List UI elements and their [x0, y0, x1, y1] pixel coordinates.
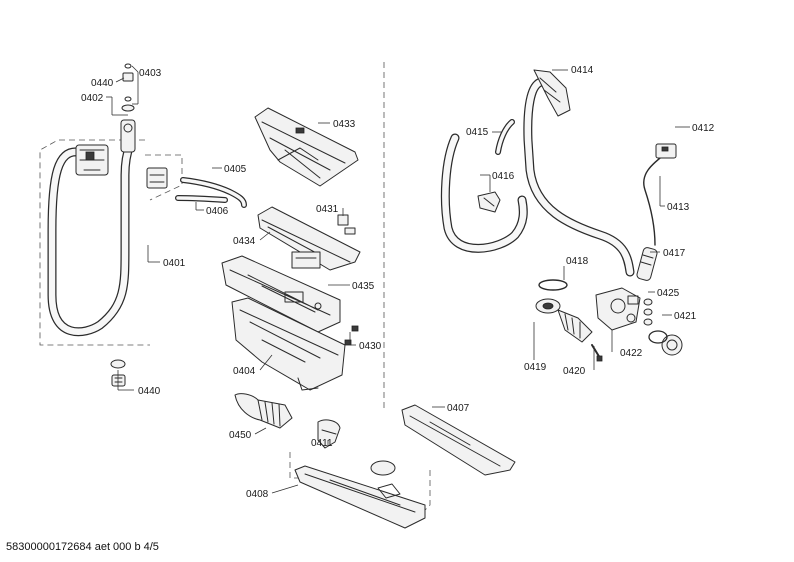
callout-0416: 0416: [492, 171, 515, 182]
callout-0406: 0406: [206, 206, 229, 217]
rail-bracket: [401, 404, 516, 476]
callout-0430: 0430: [359, 341, 382, 352]
pressure-switch-cable: [643, 143, 677, 246]
drawer-housing: [221, 255, 341, 333]
dispenser-lower-housing: [231, 297, 346, 391]
base-tray: [289, 452, 431, 529]
callout-0435: 0435: [352, 281, 375, 292]
screw-0420: [591, 344, 603, 362]
callout-0411: 0411: [311, 438, 333, 449]
pump-0419: [535, 298, 593, 343]
callout-0420: 0420: [563, 366, 586, 377]
callout-0408: 0408: [246, 489, 269, 500]
callout-0425: 0425: [657, 288, 680, 299]
detergent-drawer-cover: [254, 107, 359, 187]
clamp-0416: [477, 191, 501, 213]
callout-0407: 0407: [447, 403, 470, 414]
washer-nut-stack: [110, 63, 135, 387]
callout-0434: 0434: [233, 236, 256, 247]
callout-0431: 0431: [316, 204, 339, 215]
callout-0415: 0415: [466, 127, 489, 138]
callout-0412: 0412: [692, 123, 715, 134]
inlet-hose-assembly: [39, 119, 183, 346]
callout-0418: 0418: [566, 256, 589, 267]
filter-0421: [648, 330, 683, 356]
callout-0433: 0433: [333, 119, 356, 130]
callout-0421: 0421: [674, 311, 697, 322]
screws: [344, 325, 359, 346]
drain-hose-long: [523, 69, 635, 277]
callout-labels: 0440 0403 0402 0401 0440 0405 0406 0433 …: [81, 65, 715, 500]
callout-0440-bottom: 0440: [138, 386, 161, 397]
hose-0415: [495, 119, 515, 155]
callout-0450: 0450: [229, 430, 252, 441]
callout-0417: 0417: [663, 248, 686, 259]
hose-clamp-0418: [538, 279, 568, 291]
callout-0401: 0401: [163, 258, 186, 269]
document-id: 58300000172684 aet 000 b 4/5: [6, 541, 159, 553]
callout-0422: 0422: [620, 348, 643, 359]
callout-0419: 0419: [524, 362, 547, 373]
leader-lines: [106, 65, 690, 494]
bellows-hose: [234, 393, 293, 429]
callout-0440-top: 0440: [91, 78, 114, 89]
callout-0413: 0413: [667, 202, 690, 213]
seals-0425: [643, 298, 653, 326]
drain-pump-0422: [595, 287, 641, 331]
internal-hose-loop: [440, 133, 528, 253]
elbow-hose: [317, 419, 341, 449]
small-pads: [337, 214, 356, 235]
callout-0414: 0414: [571, 65, 594, 76]
callout-0404: 0404: [233, 366, 256, 377]
drawer-top: [257, 206, 361, 271]
callout-0403: 0403: [139, 68, 162, 79]
thermostat-0417: [636, 247, 658, 281]
callout-0405: 0405: [224, 164, 247, 175]
callout-0402: 0402: [81, 93, 104, 104]
small-hoses: [175, 177, 247, 208]
